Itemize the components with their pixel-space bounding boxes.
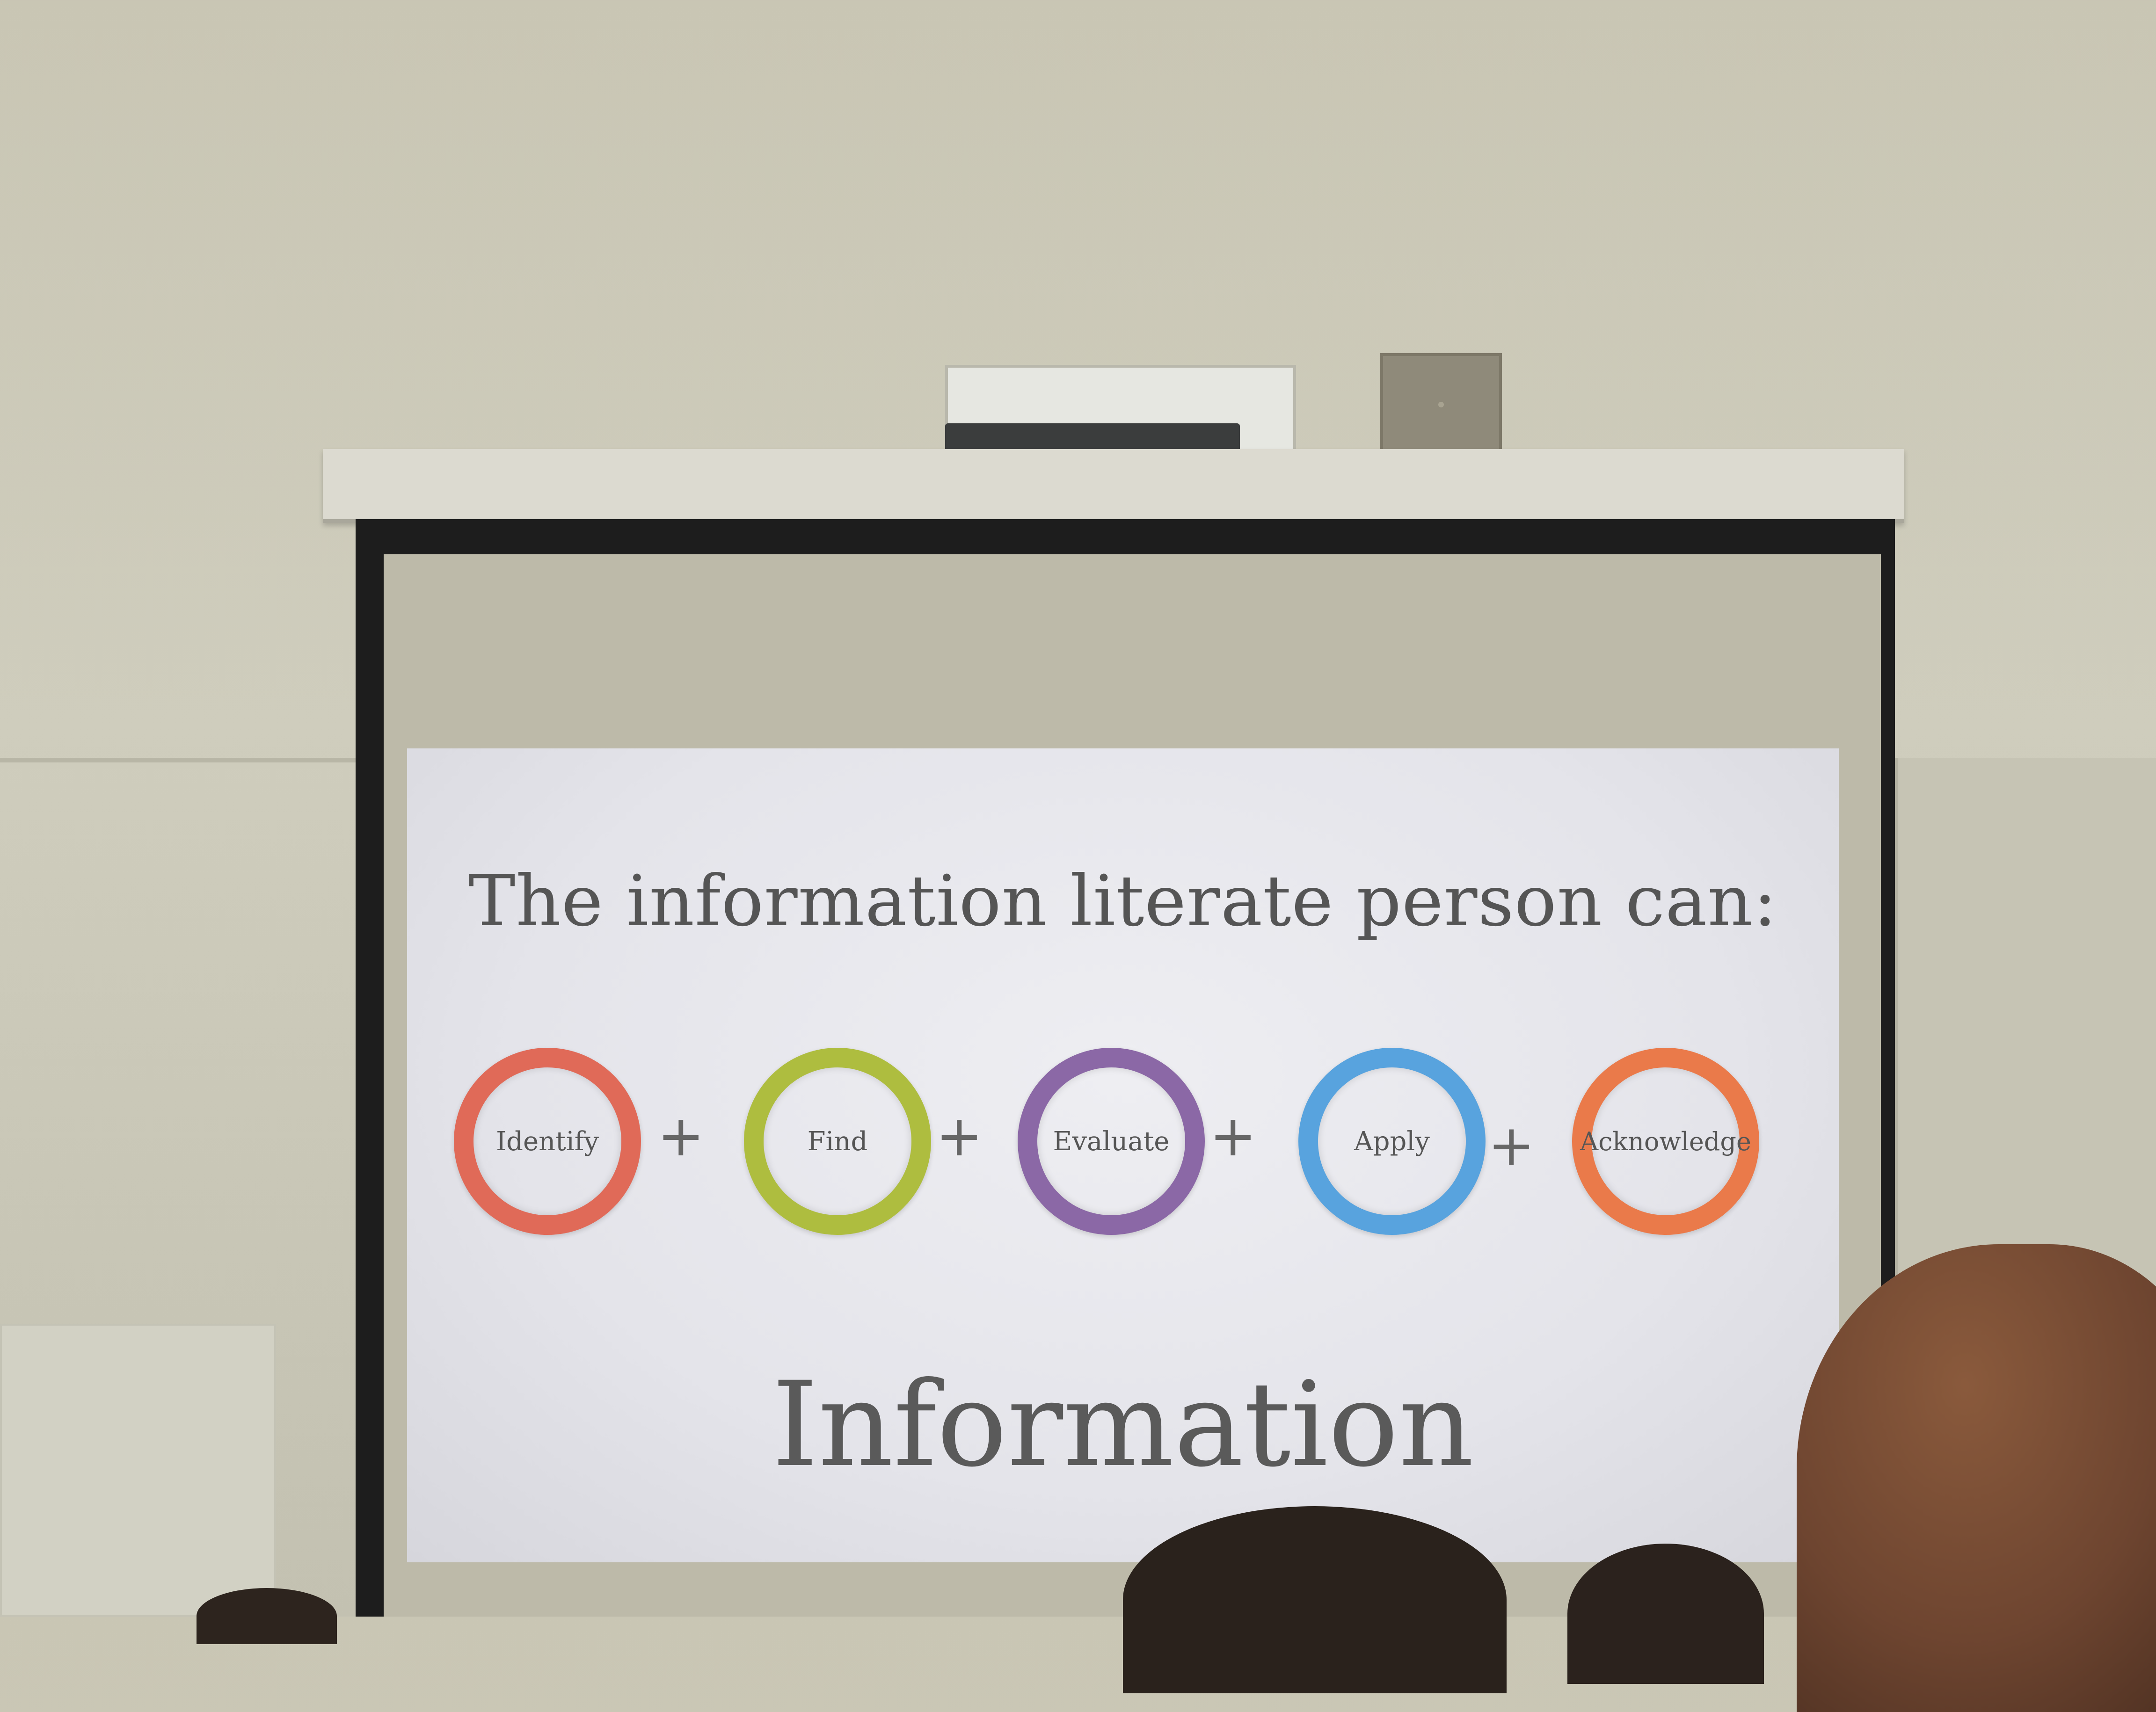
step-label: Find (807, 1126, 868, 1157)
audience-head (1123, 1506, 1507, 1693)
audience-head (1567, 1544, 1764, 1684)
step-label: Apply (1354, 1126, 1430, 1157)
step-label: Evaluate (1053, 1126, 1170, 1157)
step-ring-identify: Identify (454, 1048, 641, 1235)
presentation-slide: The information literate person can: Ide… (407, 748, 1839, 1562)
slide-title: The information literate person can: (468, 861, 1777, 942)
wall-speaker (1380, 353, 1502, 458)
step-ring-apply: Apply (1298, 1048, 1486, 1235)
plus-sign: + (657, 1104, 705, 1169)
plus-sign: + (1488, 1113, 1535, 1178)
audience-head (197, 1588, 337, 1644)
screen-casing (323, 449, 1904, 523)
plus-sign: + (1209, 1104, 1257, 1169)
slide-bottom-word: Information (772, 1357, 1474, 1493)
step-ring-acknowledge: Acknowledge (1572, 1048, 1759, 1235)
step-label: Identify (496, 1126, 599, 1157)
step-ring-find: Find (744, 1048, 931, 1235)
speaker-indicator (1438, 402, 1444, 407)
plus-sign: + (936, 1104, 983, 1169)
step-ring-evaluate: Evaluate (1018, 1048, 1205, 1235)
step-label: Acknowledge (1580, 1126, 1751, 1156)
whiteboard (0, 1324, 276, 1617)
